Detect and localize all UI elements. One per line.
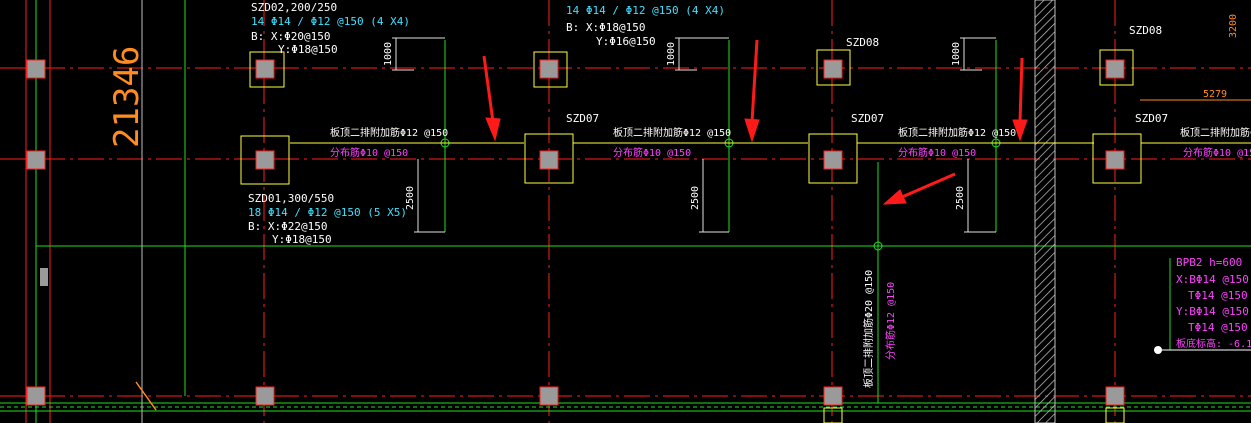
column-marker: [1105, 386, 1125, 406]
svg-text:板顶二排附加筋Φ12 @150: 板顶二排附加筋Φ12 @150: [898, 126, 1016, 139]
szd07-label-3: SZD07: [1135, 112, 1168, 125]
mid-annotation: 14 Φ14 / Φ12 @150 (4 X4) B: X:Φ18@150 Y:…: [566, 4, 725, 48]
svg-text:BPB2 h=600: BPB2 h=600: [1176, 256, 1242, 269]
axis-number: 21346: [107, 46, 147, 148]
svg-text:分布筋Φ10 @150: 分布筋Φ10 @150: [898, 146, 976, 159]
arrow-head: [1012, 119, 1028, 142]
svg-text:板顶二排附加筋Φ12 @150: 板顶二排附加筋Φ12 @150: [613, 126, 731, 139]
column-marker: [255, 59, 275, 79]
dimension-lines: [392, 37, 1251, 233]
axis-lines-left: [25, 0, 51, 423]
svg-text:板顶二排附加筋Φ12 @150: 板顶二排附加筋Φ12 @150: [330, 126, 448, 139]
column-outline: [524, 133, 574, 184]
column-marker: [823, 59, 843, 79]
beam-rebar-labels: 板顶二排附加筋Φ12 @150 分布筋Φ10 @150 板顶二排附加筋Φ12 @…: [330, 126, 1251, 159]
svg-text:Y:Φ16@150: Y:Φ16@150: [596, 35, 656, 48]
svg-text:SZD02,200/250: SZD02,200/250: [251, 1, 337, 14]
arrow-head: [485, 117, 501, 142]
svg-text:3200: 3200: [1228, 14, 1239, 38]
column-marker: [40, 268, 48, 286]
column-marker: [823, 150, 843, 170]
column-outline: [249, 51, 285, 88]
svg-text:14 Φ14 / Φ12 @150 (4 X4): 14 Φ14 / Φ12 @150 (4 X4): [566, 4, 725, 17]
svg-text:5279: 5279: [1203, 89, 1227, 100]
szd07-label-2: SZD07: [851, 112, 884, 125]
column-marker: [26, 150, 46, 170]
svg-text:1000: 1000: [383, 42, 394, 66]
szd08-label-a: SZD08: [846, 36, 879, 49]
column-marker: [26, 386, 46, 406]
svg-text:X:BΦ14 @150 (T/: X:BΦ14 @150 (T/: [1176, 273, 1251, 286]
svg-text:2500: 2500: [690, 186, 701, 210]
vertical-dist-rebar-label: 分布筋Φ12 @150: [884, 282, 897, 360]
column-markers: [26, 49, 1142, 423]
svg-text:分布筋Φ10 @150: 分布筋Φ10 @150: [1183, 146, 1251, 159]
svg-text:B: X:Φ20@150: B: X:Φ20@150: [251, 30, 330, 43]
arrow-head: [744, 118, 760, 143]
bpb2-annotation: BPB2 h=600 X:BΦ14 @150 (T/ TΦ14 @150 (上 …: [1176, 256, 1251, 350]
column-marker: [255, 150, 275, 170]
svg-text:B: X:Φ18@150: B: X:Φ18@150: [566, 21, 645, 34]
column-marker: [539, 150, 559, 170]
column-marker: [1105, 59, 1125, 79]
column-outline: [533, 51, 568, 88]
column-outline: [1099, 49, 1134, 86]
column-marker: [539, 59, 559, 79]
szd08-label-b: SZD08: [1129, 24, 1162, 37]
svg-text:1000: 1000: [666, 42, 677, 66]
svg-text:2500: 2500: [405, 186, 416, 210]
column-marker: [823, 386, 843, 406]
arrow-head: [882, 189, 907, 205]
dimension-texts: 1000 1000 1000 2500 2500 2500 3200 5279: [383, 14, 1239, 210]
svg-text:Y:BΦ14 @150 (T/: Y:BΦ14 @150 (T/: [1176, 305, 1251, 318]
svg-text:板顶二排附加筋Φ12: 板顶二排附加筋Φ12: [1180, 126, 1251, 139]
vertical-top-rebar-label: 板顶二排附加筋Φ20 @150: [862, 270, 875, 388]
svg-text:1000: 1000: [951, 42, 962, 66]
szd02-annotation: SZD02,200/250 14 Φ14 / Φ12 @150 (4 X4) B…: [251, 1, 410, 56]
svg-text:2500: 2500: [955, 186, 966, 210]
svg-text:Y:Φ18@150: Y:Φ18@150: [278, 43, 338, 56]
column-outline: [816, 49, 851, 86]
hatched-wall: [1034, 0, 1056, 423]
svg-text:TΦ14 @150 (上: TΦ14 @150 (上: [1188, 321, 1251, 334]
szd07-label-1: SZD07: [566, 112, 599, 125]
svg-text:18 Φ14 / Φ12 @150 (5 X5): 18 Φ14 / Φ12 @150 (5 X5): [248, 206, 407, 219]
annotation-arrows: [482, 39, 1028, 205]
svg-text:B: X:Φ22@150: B: X:Φ22@150: [248, 220, 327, 233]
szd01-annotation: SZD01,300/550 18 Φ14 / Φ12 @150 (5 X5) B…: [248, 192, 407, 246]
column-outline: [808, 133, 858, 184]
column-outline: [823, 407, 843, 423]
svg-text:Y:Φ18@150: Y:Φ18@150: [272, 233, 332, 246]
column-outline: [1092, 133, 1142, 184]
svg-text:SZD01,300/550: SZD01,300/550: [248, 192, 334, 205]
column-marker: [539, 386, 559, 406]
svg-text:分布筋Φ10 @150: 分布筋Φ10 @150: [330, 146, 408, 159]
svg-text:TΦ14 @150 (上: TΦ14 @150 (上: [1188, 289, 1251, 302]
svg-text:14 Φ14 / Φ12 @150 (4 X4): 14 Φ14 / Φ12 @150 (4 X4): [251, 15, 410, 28]
column-marker: [1105, 150, 1125, 170]
column-marker: [26, 59, 46, 79]
column-marker: [255, 386, 275, 406]
break-tick: [135, 381, 157, 411]
svg-text:板底标高: -6.150: 板底标高: -6.150: [1176, 337, 1251, 350]
column-outline: [240, 135, 290, 185]
column-outline: [1105, 407, 1125, 423]
svg-text:分布筋Φ10 @150: 分布筋Φ10 @150: [613, 146, 691, 159]
